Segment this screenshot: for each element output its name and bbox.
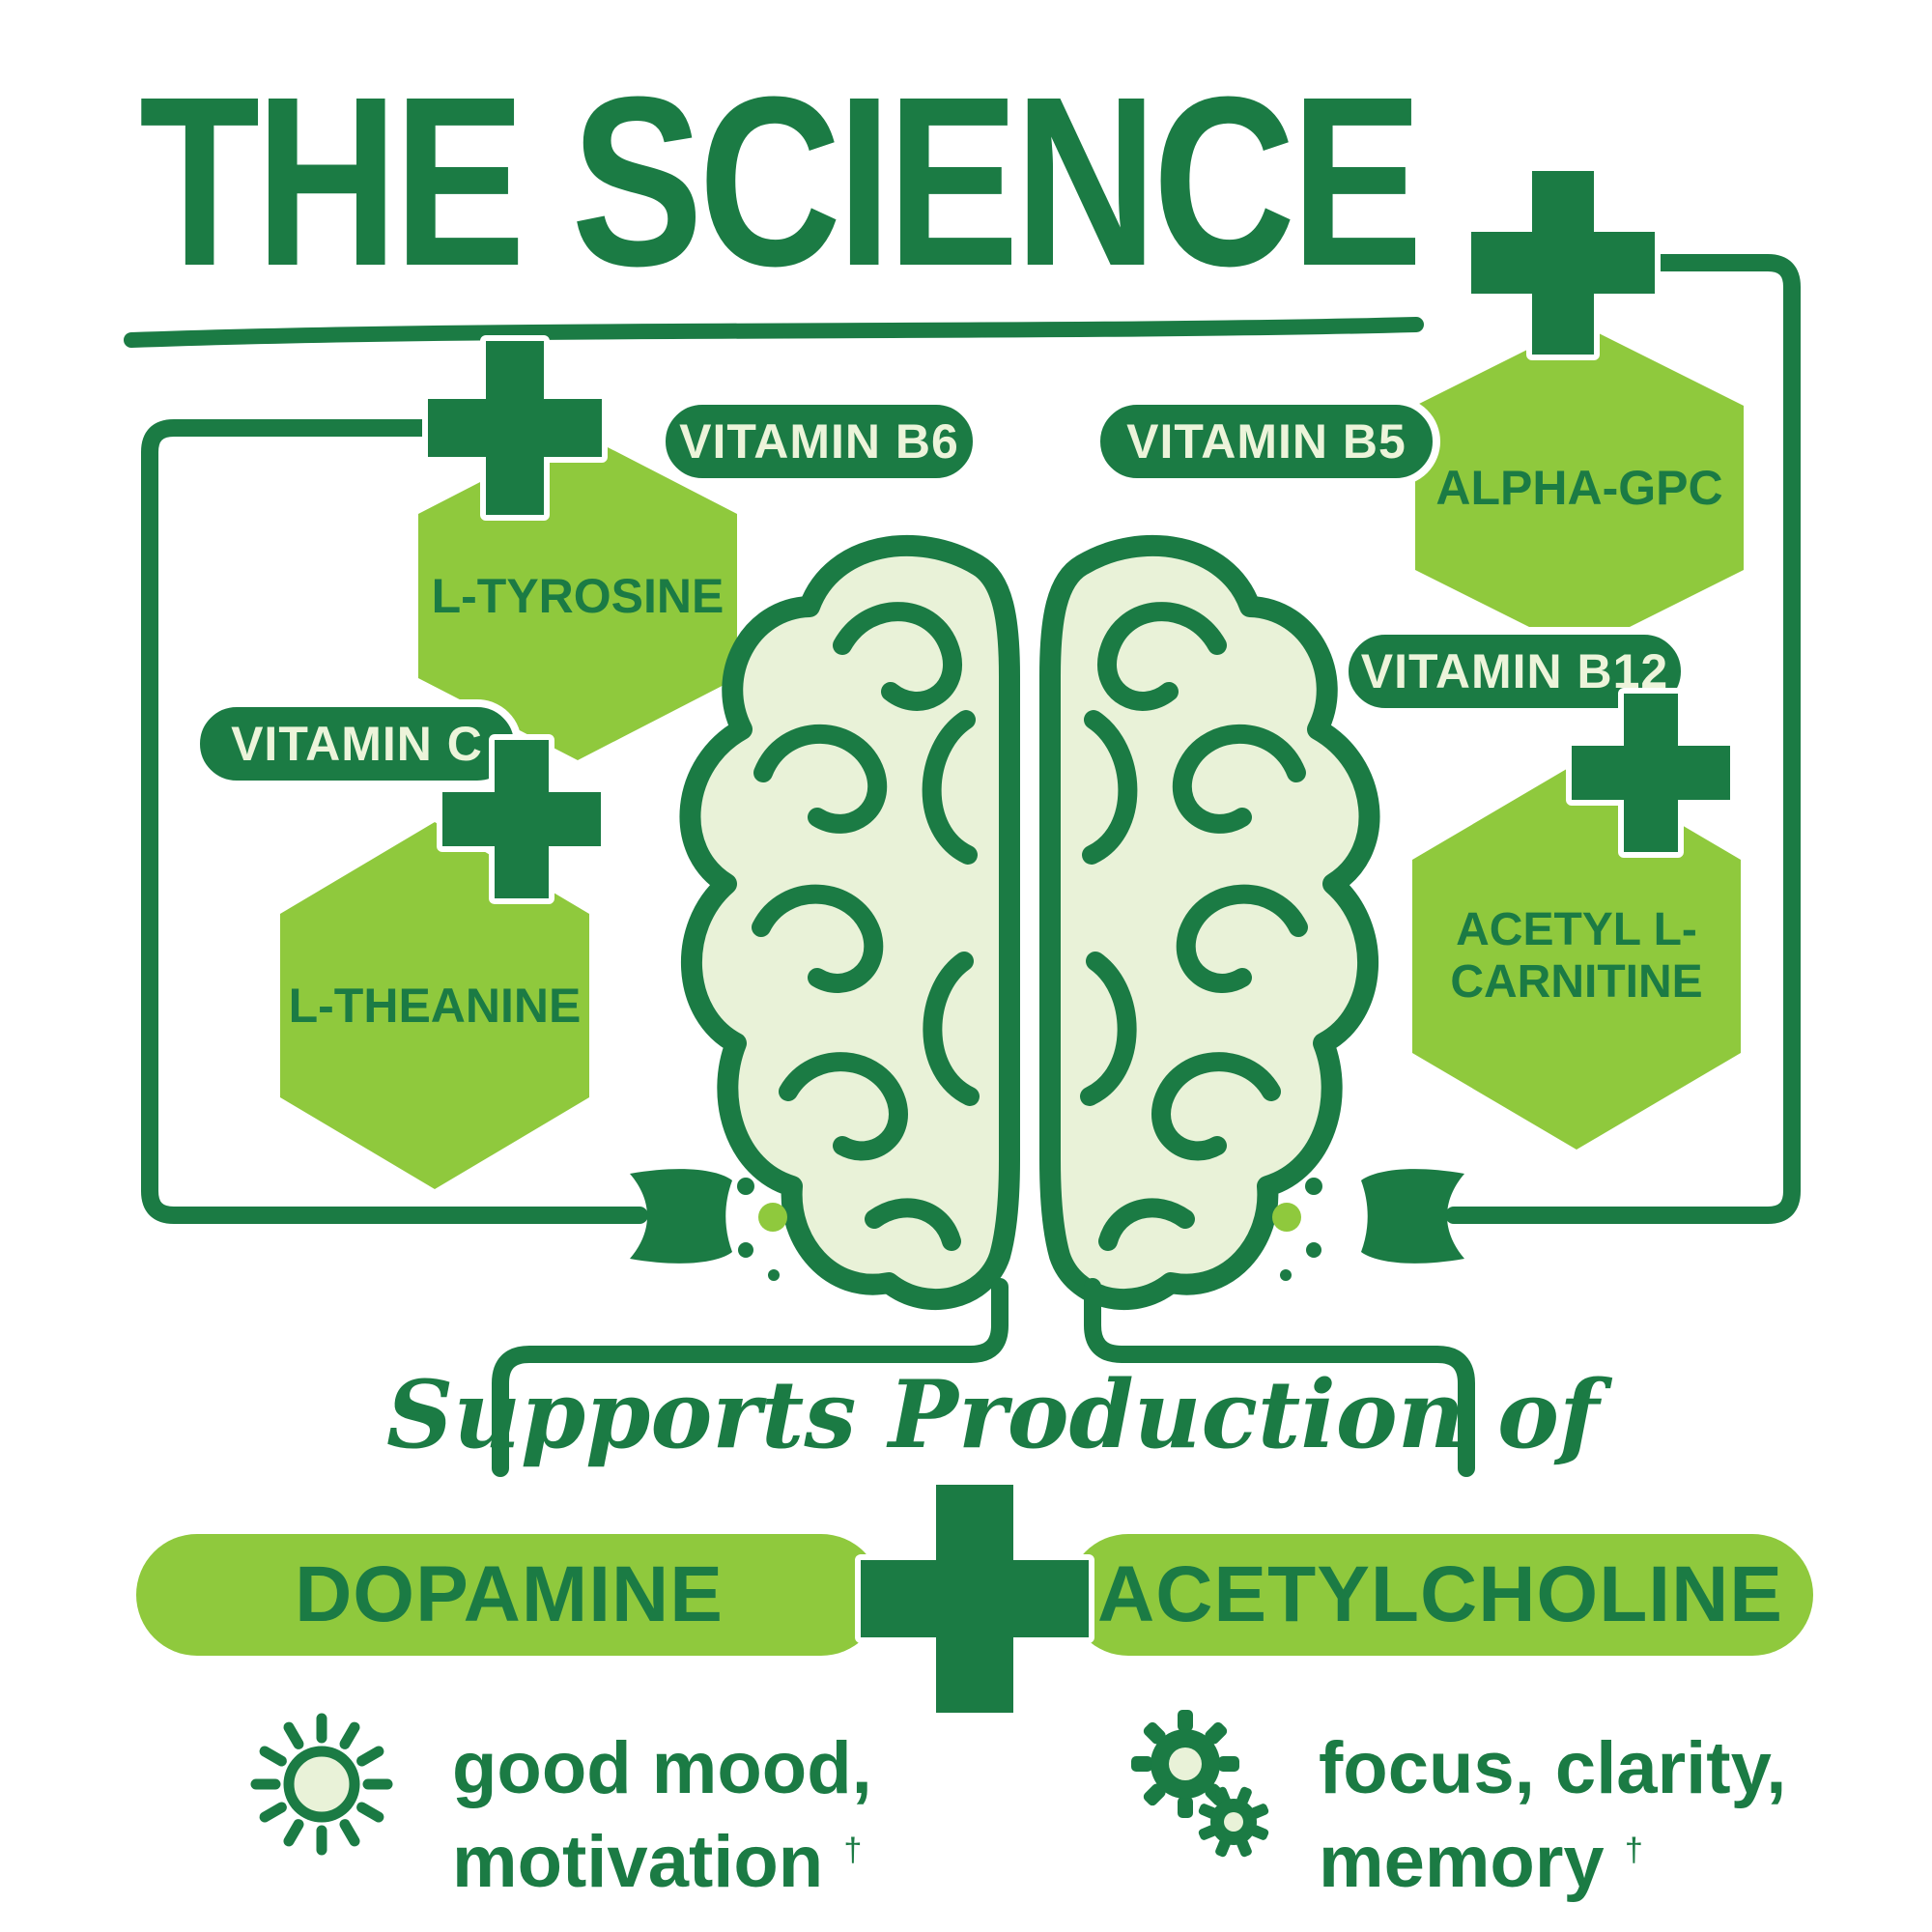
vitamin-b5-text: VITAMIN B5 — [1126, 414, 1406, 469]
supports-production-text: Supports Production of — [386, 1360, 1600, 1469]
focus-line1-text: focus, clarity, — [1319, 1727, 1787, 1809]
vitamin-c-text: VITAMIN C — [231, 717, 483, 771]
acetyl-l-carnitine-hexagon — [1405, 755, 1748, 1157]
sun-icon — [250, 1713, 393, 1856]
acetyl-line2-text: CARNITINE — [1450, 956, 1703, 1008]
left-connector-line — [141, 419, 648, 1224]
acetylcholine-text: ACETYLCHOLINE — [1097, 1550, 1783, 1638]
mood-dagger: † — [843, 1832, 863, 1869]
mood-benefit-text: good mood, motivation † — [452, 1721, 872, 1910]
alpha-gpc-text: ALPHA-GPC — [1435, 461, 1723, 515]
l-tyrosine-label: L-TYROSINE — [418, 565, 737, 627]
gears-icon — [1131, 1710, 1269, 1858]
l-theanine-text: L-THEANINE — [288, 979, 582, 1033]
focus-benefit-text: focus, clarity, memory † — [1319, 1721, 1786, 1910]
focus-dagger: † — [1624, 1832, 1643, 1869]
alpha-gpc-label: ALPHA-GPC — [1415, 457, 1744, 519]
supports-production-caption: Supports Production of — [386, 1360, 1599, 1469]
focus-line2-text: memory — [1319, 1821, 1605, 1904]
title-underline — [124, 317, 1424, 348]
left-synapse-terminal-icon — [630, 1169, 787, 1281]
dopamine-text: DOPAMINE — [295, 1550, 724, 1638]
brain-illustration — [679, 546, 1369, 1299]
acetyl-l-carnitine-label: ACETYL L- CARNITINE — [1412, 891, 1741, 1022]
right-connector-line — [1445, 254, 1801, 1224]
right-synapse-terminal-icon — [1272, 1169, 1464, 1281]
vitamin-b12-label: VITAMIN B12 — [1341, 627, 1689, 716]
vitamin-c-label: VITAMIN C — [192, 699, 522, 788]
vitamin-b6-text: VITAMIN B6 — [679, 414, 959, 469]
l-tyrosine-text: L-TYROSINE — [431, 569, 724, 623]
acetylcholine-box: ACETYLCHOLINE — [1067, 1534, 1813, 1656]
bracket — [492, 1278, 1475, 1477]
mood-line1-text: good mood, — [452, 1727, 872, 1809]
acetyl-line1-text: ACETYL L- — [1456, 904, 1697, 956]
page-title: THE SCIENCE — [139, 46, 1423, 316]
vitamin-b12-text: VITAMIN B12 — [1360, 644, 1669, 698]
dopamine-box: DOPAMINE — [136, 1534, 882, 1656]
mood-line2-text: motivation — [452, 1821, 824, 1904]
l-theanine-hexagon — [272, 814, 597, 1197]
l-theanine-label: L-THEANINE — [280, 975, 589, 1037]
vitamin-b6-label: VITAMIN B6 — [658, 397, 980, 486]
vitamin-b5-label: VITAMIN B5 — [1093, 397, 1440, 486]
